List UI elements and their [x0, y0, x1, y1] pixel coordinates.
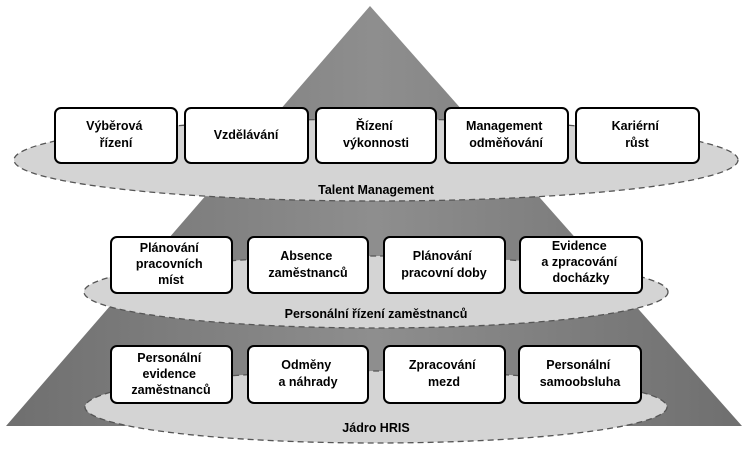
- box-frame: [383, 345, 506, 404]
- box-label-line: a náhrady: [278, 375, 337, 389]
- box-personalni-samoobsluha: Personální samoobsluha: [518, 345, 642, 404]
- tier-boxes-talent-management: Výběrová řízení Vzdělávání Řízení výkonn…: [54, 107, 700, 164]
- box-label: Management odměňování: [466, 119, 546, 150]
- pyramid-shape: [6, 6, 742, 426]
- box-label: Odměny a náhrady: [278, 358, 337, 389]
- tier-boxes-jadro-hris: Personální evidence zaměstnanců Odměny a…: [110, 345, 642, 404]
- box-frame: [383, 236, 506, 294]
- box-label-line: zaměstnanců: [268, 266, 347, 280]
- box-zpracovani-mezd: Zpracování mezd: [383, 345, 506, 404]
- box-vyberova-rizeni: Výběrová řízení: [54, 107, 178, 164]
- box-karierni-rust: Kariérní růst: [575, 107, 700, 164]
- box-label: Personální evidence zaměstnanců: [131, 351, 210, 397]
- box-frame: [519, 236, 643, 294]
- box-label-line: Zpracování: [409, 358, 476, 372]
- box-label-line: Personální: [546, 358, 610, 372]
- box-frame: [247, 236, 369, 294]
- box-label: Plánování pracovní doby: [401, 249, 486, 280]
- box-label: Plánování pracovních míst: [136, 241, 206, 287]
- box-label-line: pracovních: [136, 257, 203, 271]
- box-label-line: Management: [466, 119, 543, 133]
- box-rizeni-vykonnosti: Řízení výkonnosti: [315, 107, 437, 164]
- tier-jadro-hris: Personální evidence zaměstnanců Odměny a…: [84, 345, 668, 444]
- box-odmeny-a-nahrady: Odměny a náhrady: [247, 345, 369, 404]
- box-label-line: pracovní doby: [401, 266, 486, 280]
- box-label-line: mezd: [428, 375, 460, 389]
- tier-label-talent-management: Talent Management: [318, 183, 435, 197]
- box-label: Výběrová řízení: [86, 119, 146, 150]
- box-label: Evidence a zpracování docházky: [541, 239, 620, 285]
- box-frame: [444, 107, 569, 164]
- box-label-line: Řízení: [356, 118, 393, 133]
- box-label-line: Odměny: [281, 358, 331, 372]
- box-label-line: Plánování: [140, 241, 200, 255]
- box-label-line: míst: [158, 273, 185, 287]
- tier-talent-management: Výběrová řízení Vzdělávání Řízení výkonn…: [13, 107, 739, 202]
- box-management-odmenovani: Management odměňování: [444, 107, 569, 164]
- box-label-line: Personální: [137, 351, 201, 365]
- box-label-line: evidence: [143, 367, 197, 381]
- box-planovani-pracovnich-mist: Plánování pracovních míst: [110, 236, 233, 294]
- box-frame: [518, 345, 642, 404]
- tier-label-jadro-hris: Jádro HRIS: [342, 421, 409, 435]
- box-label-line: Absence: [280, 249, 332, 263]
- box-frame: [110, 345, 233, 404]
- box-label-line: Výběrová: [86, 119, 142, 133]
- box-label-line: a zpracování: [541, 255, 617, 269]
- tier-label-personalni-rizeni: Personální řízení zaměstnanců: [285, 307, 468, 321]
- box-frame: [54, 107, 178, 164]
- box-label: Absence zaměstnanců: [268, 249, 347, 280]
- box-label-line: samoobsluha: [540, 375, 622, 389]
- box-label-line: Evidence: [552, 239, 607, 253]
- box-label: Zpracování mezd: [409, 358, 479, 389]
- box-label-line: odměňování: [469, 136, 543, 150]
- box-label: Kariérní růst: [612, 119, 663, 150]
- tier-boxes-personalni-rizeni: Plánování pracovních míst Absence zaměst…: [110, 236, 643, 294]
- box-frame: [184, 107, 309, 164]
- box-label: Vzdělávání: [214, 128, 279, 142]
- box-frame: [575, 107, 700, 164]
- box-frame: [247, 345, 369, 404]
- box-label: Řízení výkonnosti: [343, 118, 409, 150]
- box-label: Personální samoobsluha: [540, 358, 622, 389]
- box-label-line: Kariérní: [612, 119, 660, 133]
- box-evidence-dochazky: Evidence a zpracování docházky: [519, 236, 643, 294]
- box-label-line: Plánování: [413, 249, 473, 263]
- box-label-line: docházky: [553, 271, 610, 285]
- box-label-line: řízení: [100, 136, 133, 150]
- box-label-line: Vzdělávání: [214, 128, 279, 142]
- box-planovani-pracovni-doby: Plánování pracovní doby: [383, 236, 506, 294]
- box-label-line: růst: [625, 136, 649, 150]
- box-vzdelavani: Vzdělávání: [184, 107, 309, 164]
- box-frame: [315, 107, 437, 164]
- box-absence-zamestnancu: Absence zaměstnanců: [247, 236, 369, 294]
- box-frame: [110, 236, 233, 294]
- tier-personalni-rizeni: Plánování pracovních míst Absence zaměst…: [83, 236, 669, 329]
- box-label-line: zaměstnanců: [131, 383, 210, 397]
- box-personalni-evidence: Personální evidence zaměstnanců: [110, 345, 233, 404]
- box-label-line: výkonnosti: [343, 136, 409, 150]
